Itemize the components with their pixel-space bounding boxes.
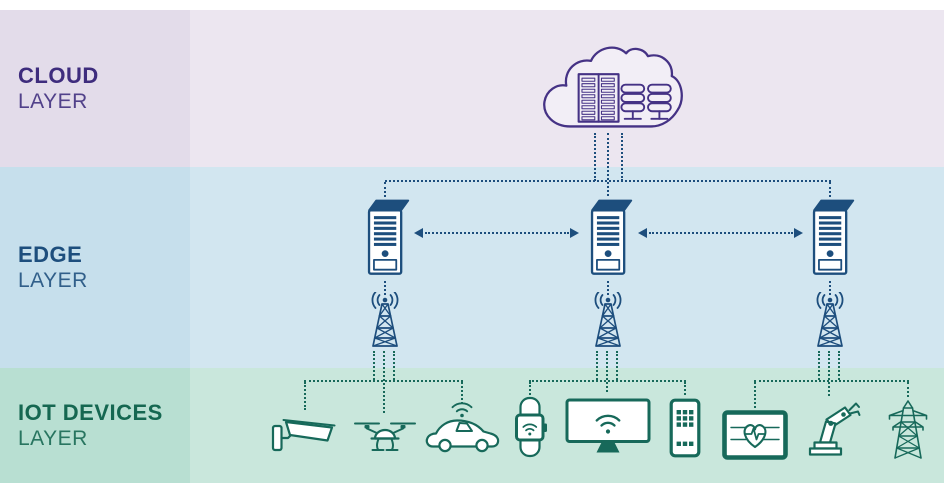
cctv-camera-icon xyxy=(271,411,341,457)
cloud-layer-label-column: CLOUD LAYER xyxy=(0,10,190,167)
arrowhead-left-icon xyxy=(414,228,423,238)
tower-device-link xyxy=(606,351,608,392)
smartwatch-icon xyxy=(512,396,548,458)
bus-to-phone-stub xyxy=(684,382,686,395)
arrowhead-left-icon xyxy=(638,228,647,238)
bus-to-watch-stub xyxy=(529,382,531,395)
bus-to-left-server-stub xyxy=(384,182,386,197)
arrowhead-right-icon xyxy=(794,228,803,238)
cell-tower-icon-middle xyxy=(578,292,638,350)
bus-to-right-server-stub xyxy=(829,182,831,197)
tower-device-link xyxy=(828,351,830,396)
robot-arm-icon xyxy=(799,398,861,456)
tower-device-link xyxy=(616,351,618,380)
device-bus-line-middle xyxy=(529,380,686,382)
tower-device-link xyxy=(596,351,598,380)
cloud-edge-link-right xyxy=(621,133,623,181)
edge-layer-band: EDGE LAYER xyxy=(0,167,944,368)
server-peer-link-right xyxy=(649,232,793,234)
bus-to-car-stub xyxy=(461,382,463,404)
cloud-layer-band: CLOUD LAYER xyxy=(0,10,944,167)
edge-layer-title: EDGE xyxy=(18,242,83,267)
smartphone-icon xyxy=(669,398,701,458)
cell-tower-icon-right xyxy=(800,292,860,350)
arrowhead-right-icon xyxy=(570,228,579,238)
device-bus-line-right xyxy=(754,380,909,382)
cloud-edge-link-middle xyxy=(607,133,609,196)
device-bus-line-left xyxy=(304,380,463,382)
tower-device-link xyxy=(818,351,820,380)
edge-layer-subtitle: LAYER xyxy=(18,269,88,292)
cloud-edge-bus-line xyxy=(385,180,831,182)
power-pylon-icon xyxy=(883,398,933,460)
iot-layer-title: IOT DEVICES xyxy=(18,400,163,425)
server-peer-link-left xyxy=(425,232,569,234)
iot-layer-label-column: IOT DEVICES LAYER xyxy=(0,368,190,483)
tower-device-link xyxy=(383,351,385,413)
cloud-edge-link-left xyxy=(594,133,596,181)
bus-to-camera-stub xyxy=(304,382,306,410)
health-monitor-tablet-icon xyxy=(722,410,788,460)
tower-device-link xyxy=(373,351,375,380)
drone-icon xyxy=(353,417,417,457)
bus-to-pylon-stub xyxy=(907,382,909,397)
edge-layer-label-column: EDGE LAYER xyxy=(0,167,190,368)
cell-tower-icon-left xyxy=(355,292,415,350)
server-tower-stub-left xyxy=(384,281,386,295)
smart-display-icon xyxy=(565,398,651,456)
edge-server-icon-left xyxy=(361,196,411,280)
bus-to-tablet-stub xyxy=(754,382,756,408)
tower-device-link xyxy=(838,351,840,380)
iot-layer-subtitle: LAYER xyxy=(18,427,88,450)
connected-car-icon xyxy=(422,402,502,456)
cloud-datacenter-icon xyxy=(534,36,686,139)
cloud-layer-title: CLOUD xyxy=(18,63,99,88)
edge-server-icon-right xyxy=(806,196,856,280)
cloud-layer-subtitle: LAYER xyxy=(18,90,88,113)
server-tower-stub-right xyxy=(829,281,831,295)
server-tower-stub-middle xyxy=(607,281,609,295)
tower-device-link xyxy=(393,351,395,380)
edge-server-icon-middle xyxy=(584,196,634,280)
